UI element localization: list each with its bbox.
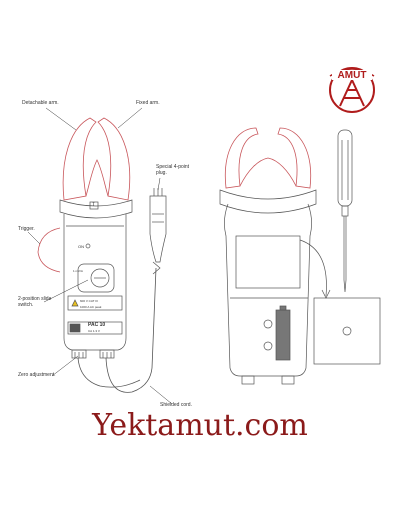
model-panel bbox=[67, 321, 123, 335]
screw-top-icon bbox=[263, 319, 273, 329]
warning-panel bbox=[67, 295, 123, 311]
right-zero-knob bbox=[241, 375, 255, 385]
jaw-base bbox=[59, 199, 133, 219]
logo-banner bbox=[332, 70, 372, 80]
slide-switch-knob[interactable] bbox=[90, 268, 110, 288]
logo-ring bbox=[329, 67, 375, 113]
right-jaws bbox=[224, 127, 312, 189]
right-jaw-left bbox=[224, 127, 259, 189]
warning-text-1: 600 V CAT III bbox=[80, 299, 98, 303]
label-shielded-cord: Shielded cord. bbox=[160, 402, 192, 408]
logo-text: AMUT bbox=[338, 70, 367, 81]
label-zero-adjustment: Zero adjustment. bbox=[18, 372, 56, 378]
right-jaw-inner bbox=[239, 157, 297, 187]
screwdriver-icon bbox=[337, 129, 353, 293]
left-housing bbox=[63, 214, 127, 351]
on-label: ON bbox=[78, 244, 84, 249]
right-body bbox=[219, 189, 331, 385]
battery-icon bbox=[275, 309, 291, 361]
slide-switch-recess bbox=[77, 263, 115, 293]
jaw-mark: T bbox=[92, 202, 96, 208]
detachable-arm-shape bbox=[62, 117, 97, 201]
logo-tower-icon bbox=[339, 77, 365, 107]
right-cord-boot bbox=[281, 375, 295, 385]
trigger-shape[interactable] bbox=[37, 227, 61, 273]
model-sub: CA 1.3 V bbox=[88, 329, 100, 333]
right-window bbox=[235, 235, 301, 289]
amut-logo bbox=[329, 67, 375, 113]
right-jaw-right bbox=[277, 127, 312, 189]
switch-range-label: 1 mV/A bbox=[73, 269, 83, 273]
warning-text-2: 1000 A AC peak bbox=[80, 305, 102, 309]
plug-body bbox=[149, 195, 167, 263]
shielded-cord-line bbox=[105, 267, 157, 393]
right-housing bbox=[224, 203, 312, 377]
left-jaws bbox=[62, 117, 131, 201]
right-jaw-base bbox=[219, 189, 317, 214]
battery-cover bbox=[313, 297, 381, 365]
jaw-mark-box bbox=[89, 201, 99, 210]
on-led-icon bbox=[85, 243, 91, 249]
label-fixed-arm: Fixed arm. bbox=[136, 100, 160, 106]
left-leader-lines bbox=[27, 107, 173, 405]
label-slide-switch: 2-position slide switch. bbox=[18, 296, 52, 308]
brand-block bbox=[69, 323, 81, 333]
model-name: PAC 10 bbox=[88, 322, 106, 328]
screw-bottom-icon bbox=[263, 341, 273, 351]
left-body bbox=[59, 199, 133, 359]
label-trigger: Trigger. bbox=[18, 226, 35, 232]
fixed-arm-shape bbox=[97, 117, 131, 201]
brand-watermark: Yektamut.com bbox=[92, 408, 308, 443]
label-special-plug: Special 4-point plug. bbox=[156, 164, 190, 176]
rotation-arrow bbox=[299, 239, 327, 297]
label-detachable-arm: Detachable arm. bbox=[22, 100, 59, 106]
warning-triangle-icon bbox=[71, 299, 79, 307]
jaw-inner-gap bbox=[85, 159, 109, 197]
cord-loop bbox=[77, 357, 141, 388]
cover-screw-icon bbox=[342, 326, 352, 336]
special-plug bbox=[149, 188, 167, 275]
